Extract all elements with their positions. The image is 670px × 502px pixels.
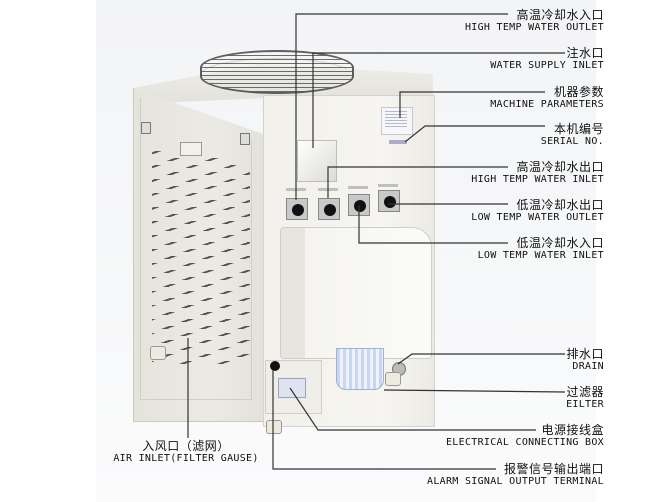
label-zh: 高温冷却水出口 [516,160,604,174]
label-en: WATER SUPPLY INLET [490,60,604,71]
knob-icon [354,200,366,212]
label-en: DRAIN [572,361,604,372]
panel-latch-icon [240,133,250,145]
connector-label [378,184,398,187]
label-zh: 排水口 [566,347,604,361]
alarm-port-icon [270,361,280,371]
connector-high-temp-outlet [286,198,308,220]
label-air-inlet: 入风口（滤网） AIR INLET(FILTER GAUSE) [106,439,266,465]
label-zh: 电源接线盒 [541,423,604,437]
label-zh: 入风口（滤网） [142,439,230,453]
label-en: LOW TEMP WATER OUTLET [471,212,604,223]
fan-guard-icon [200,50,354,94]
label-en: HIGH TEMP WATER OUTLET [464,22,604,33]
caster-wheel-icon [266,420,282,434]
label-machine-parameters: 机器参数 MACHINE PARAMETERS [490,85,604,111]
caster-wheel-icon [385,372,401,386]
filter-canister-icon [336,348,384,390]
label-en: ELECTRICAL CONNECTING BOX [445,437,604,448]
label-zh: 注水口 [566,46,604,60]
label-en: MACHINE PARAMETERS [490,99,604,110]
label-en: AIR INLET(FILTER GAUSE) [113,453,259,464]
label-en: ALARM SIGNAL OUTPUT TERMINAL [427,476,604,487]
caster-wheel-icon [150,346,166,360]
label-filter: 过滤器 EILTER [566,385,604,411]
knob-icon [292,204,304,216]
warning-label-icon [278,378,306,398]
electrical-connecting-box-cover [280,227,432,359]
label-en: HIGH TEMP WATER INLET [471,174,604,185]
label-zh: 过滤器 [566,385,604,399]
label-zh: 机器参数 [553,85,604,99]
connector-high-temp-inlet [318,198,340,220]
label-high-temp-water-outlet: 高温冷却水入口 HIGH TEMP WATER OUTLET [465,8,604,34]
connector-label [348,186,368,189]
label-high-temp-water-inlet: 高温冷却水出口 HIGH TEMP WATER INLET [471,160,604,186]
label-serial-no: 本机编号 SERIAL NO. [541,122,604,148]
panel-latch-icon [141,122,151,134]
label-electrical-connecting-box: 电源接线盒 ELECTRICAL CONNECTING BOX [446,423,604,449]
label-low-temp-water-inlet: 低温冷却水入口 LOW TEMP WATER INLET [478,236,604,262]
label-zh: 本机编号 [553,122,604,136]
label-low-temp-water-outlet: 低温冷却水出口 LOW TEMP WATER OUTLET [471,198,604,224]
nameplate-icon [381,107,413,135]
knob-icon [384,196,396,208]
label-zh: 低温冷却水入口 [516,236,604,250]
label-en: EILTER [566,399,604,410]
label-en: SERIAL NO. [540,136,604,147]
serial-tag-icon [389,140,407,144]
label-en: LOW TEMP WATER INLET [477,250,604,261]
label-zh: 高温冷却水入口 [516,8,604,22]
label-alarm-signal-output-terminal: 报警信号输出端口 ALARM SIGNAL OUTPUT TERMINAL [427,462,604,488]
label-water-supply-inlet: 注水口 WATER SUPPLY INLET [490,46,604,72]
water-supply-port [297,140,337,182]
label-drain: 排水口 DRAIN [566,347,604,373]
warning-sticker-icon [180,142,202,156]
label-zh: 报警信号输出端口 [503,462,604,476]
connector-low-temp-outlet [378,190,400,212]
label-zh: 低温冷却水出口 [516,198,604,212]
air-inlet-vent [152,146,250,364]
knob-icon [324,204,336,216]
